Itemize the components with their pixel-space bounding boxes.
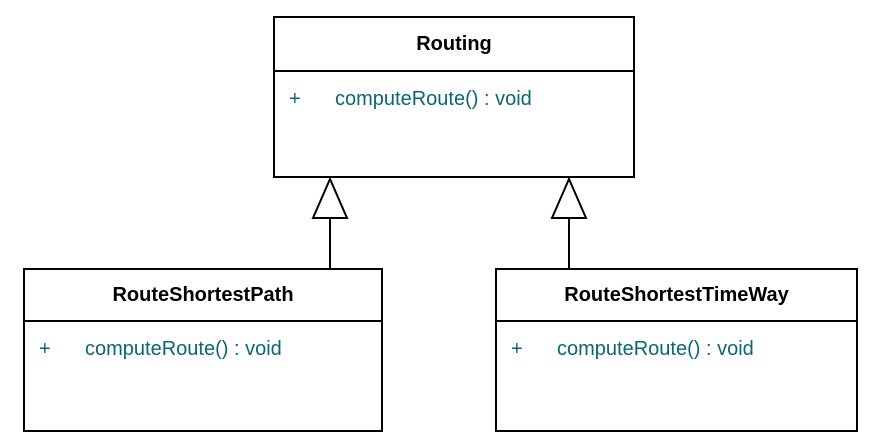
- class-route-shortest-path-name: RouteShortestPath: [25, 270, 381, 322]
- class-route-shortest-path: RouteShortestPath + computeRoute() : voi…: [23, 268, 383, 432]
- generalization-arrow-route-shortest-time-way: [550, 176, 588, 268]
- hollow-triangle-icon: [550, 176, 588, 219]
- method-signature: computeRoute() : void: [557, 338, 754, 360]
- method-compute-route: + computeRoute() : void: [275, 88, 633, 111]
- method-visibility: +: [39, 338, 51, 360]
- class-routing-name: Routing: [275, 18, 633, 72]
- method-visibility: +: [289, 88, 301, 110]
- class-route-shortest-time-way-name: RouteShortestTimeWay: [497, 270, 856, 322]
- class-route-shortest-path-methods: + computeRoute() : void: [25, 322, 381, 430]
- method-compute-route: + computeRoute() : void: [497, 338, 856, 361]
- hollow-triangle-icon: [311, 176, 349, 219]
- class-routing-methods: + computeRoute() : void: [275, 72, 633, 176]
- class-route-shortest-time-way: RouteShortestTimeWay + computeRoute() : …: [495, 268, 858, 432]
- method-visibility: +: [511, 338, 523, 360]
- method-compute-route: + computeRoute() : void: [25, 338, 381, 361]
- class-routing: Routing + computeRoute() : void: [273, 16, 635, 178]
- method-signature: computeRoute() : void: [85, 338, 282, 360]
- method-signature: computeRoute() : void: [335, 88, 532, 110]
- class-route-shortest-time-way-methods: + computeRoute() : void: [497, 322, 856, 430]
- generalization-arrow-route-shortest-path: [311, 176, 349, 268]
